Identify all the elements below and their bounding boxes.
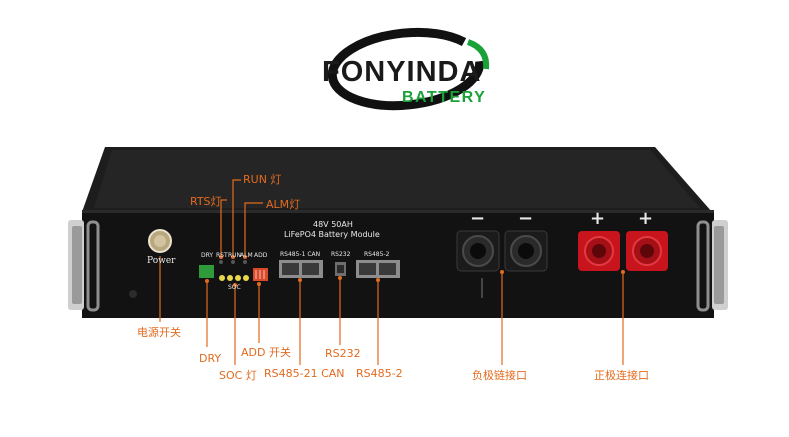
alm-panel-label: ALM xyxy=(240,252,253,259)
left-handle xyxy=(86,220,100,312)
callout-add-switch: ADD 开关 xyxy=(241,346,291,359)
callout-rs485-2: RS485-2 xyxy=(356,367,403,380)
positive-terminal-1 xyxy=(578,231,620,271)
soc-led-4 xyxy=(243,275,249,281)
dry-contact-connector xyxy=(199,265,214,278)
model-line-2: LiFePO4 Battery Module xyxy=(284,230,380,239)
callout-positive-port: 正极连接口 xyxy=(594,369,649,382)
dry-panel-label: DRY xyxy=(201,252,214,259)
soc-panel-label: SOC xyxy=(228,284,241,291)
negative-symbol-2: − xyxy=(518,208,534,229)
run-panel-label: RUN xyxy=(228,252,242,259)
brand-logo-text: FONYINDA xyxy=(322,56,482,88)
model-line-1: 48V 50AH xyxy=(313,220,353,229)
callout-power-switch: 电源开关 xyxy=(137,326,181,339)
callout-lines xyxy=(159,179,624,365)
soc-led-3 xyxy=(235,275,241,281)
callout-negative-port: 负极链接口 xyxy=(472,369,527,382)
rs485-1-can-panel-label: RS485-1 CAN xyxy=(280,251,321,258)
callout-soc-light: SOC 灯 xyxy=(219,369,257,382)
positive-symbol-1: + xyxy=(590,208,606,229)
callout-alm-light: ALM灯 xyxy=(266,198,301,211)
positive-terminal-2 xyxy=(626,231,668,271)
callout-rs232: RS232 xyxy=(325,347,361,360)
callout-rts-light: RTS灯 xyxy=(190,195,222,208)
negative-terminal-2 xyxy=(504,230,548,272)
callout-run-light: RUN 灯 xyxy=(243,173,282,186)
rs485-2-panel-label: RS485-2 xyxy=(364,251,390,258)
power-label: Power xyxy=(147,256,176,266)
positive-symbol-2: + xyxy=(638,208,654,229)
soc-led-1 xyxy=(219,275,225,281)
add-panel-label: ADD xyxy=(254,252,268,259)
right-handle xyxy=(696,220,710,312)
soc-led-2 xyxy=(227,275,233,281)
rs232-panel-label: RS232 xyxy=(331,251,351,258)
reset-pinhole xyxy=(129,290,137,298)
negative-terminal-1 xyxy=(456,230,500,272)
brand-logo-subtitle: BATTERY xyxy=(402,89,487,106)
callout-rs485-21-can: RS485-21 CAN xyxy=(264,367,345,380)
negative-symbol-1: − xyxy=(470,208,486,229)
callout-dry: DRY xyxy=(199,352,222,365)
brand-logo-swoosh xyxy=(327,27,490,111)
rst-panel-label: RST xyxy=(216,252,228,259)
